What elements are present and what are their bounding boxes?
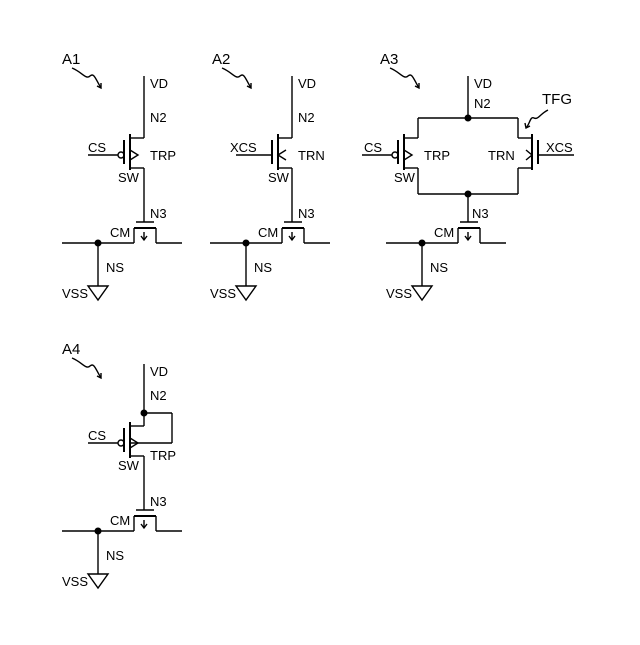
panel-a4-trp-label: TRP	[150, 448, 176, 463]
panel-a1-cm-label: CM	[110, 225, 130, 240]
panel-a3-cm-label: CM	[434, 225, 454, 240]
panel-a1-n2-label: N2	[150, 110, 167, 125]
panel-a1-title: A1	[62, 51, 80, 68]
panel-a1-n3-label: N3	[150, 206, 167, 221]
panel-a2-pointer-arrow	[222, 68, 251, 88]
panel-a3-bottom-junction-dot	[465, 191, 472, 198]
panel-a4-n2-junction-dot	[141, 410, 148, 417]
panel-a3-vss-label: VSS	[386, 286, 412, 301]
panel-a2-title: A2	[212, 51, 230, 68]
panel-a4-pointer-arrow	[72, 358, 101, 378]
panel-a4-vd-label: VD	[150, 364, 168, 379]
panel-a2-n3-label: N3	[298, 206, 315, 221]
panel-a4: A4 VD N2 CS TRP SW N3 CM NS VSS	[62, 341, 182, 589]
panel-a3: A3 TFG VD N2 CS TRP SW TRN XCS N3 CM NS …	[362, 51, 574, 301]
panel-a1-junction-dot	[95, 240, 102, 247]
panel-a3-cs-label: CS	[364, 140, 382, 155]
panel-a1-ns-label: NS	[106, 260, 124, 275]
panel-a1-sw-label: SW	[118, 170, 140, 185]
panel-a3-tfg-label: TFG	[542, 91, 572, 108]
panel-a2: A2 VD N2 XCS TRN SW N3 CM NS VSS	[210, 51, 330, 301]
panel-a1-trp-label: TRP	[150, 148, 176, 163]
panel-a3-top-junction-dot	[465, 115, 472, 122]
panel-a3-n3-label: N3	[472, 206, 489, 221]
panel-a1-vd-label: VD	[150, 76, 168, 91]
panel-a2-vss-label: VSS	[210, 286, 236, 301]
panel-a1-cs-label: CS	[88, 140, 106, 155]
panel-a4-n2-label: N2	[150, 388, 167, 403]
panel-a3-trn-label: TRN	[488, 148, 515, 163]
panel-a2-xcs-label: XCS	[230, 140, 257, 155]
panel-a4-sw-label: SW	[118, 458, 140, 473]
panel-a3-trp-label: TRP	[424, 148, 450, 163]
panel-a1-vss-label: VSS	[62, 286, 88, 301]
panel-a3-n2-label: N2	[474, 96, 491, 111]
panel-a4-junction-dot	[95, 528, 102, 535]
panel-a3-ns-label: NS	[430, 260, 448, 275]
panel-a3-title: A3	[380, 51, 398, 68]
panel-a3-xcs-label: XCS	[546, 140, 573, 155]
panel-a2-ns-label: NS	[254, 260, 272, 275]
panel-a2-cm-label: CM	[258, 225, 278, 240]
panel-a3-wiring	[362, 76, 574, 300]
panel-a3-pointer-arrow	[390, 68, 419, 88]
panel-a3-vd-label: VD	[474, 76, 492, 91]
panel-a1: A1 VD N2 CS TRP SW N3 CM NS VSS	[62, 51, 182, 301]
panel-a1-pointer-arrow	[72, 68, 101, 88]
panel-a2-trn-label: TRN	[298, 148, 325, 163]
panel-a4-ns-label: NS	[106, 548, 124, 563]
panel-a2-vd-label: VD	[298, 76, 316, 91]
panel-a3-sw-label: SW	[394, 170, 416, 185]
panel-a3-ns-junction-dot	[419, 240, 426, 247]
panel-a2-sw-label: SW	[268, 170, 290, 185]
panel-a4-cs-label: CS	[88, 428, 106, 443]
panel-a4-cm-label: CM	[110, 513, 130, 528]
panel-a2-junction-dot	[243, 240, 250, 247]
panel-a4-n3-label: N3	[150, 494, 167, 509]
panel-a4-title: A4	[62, 341, 80, 358]
panel-a2-n2-label: N2	[298, 110, 315, 125]
panel-a4-vss-label: VSS	[62, 574, 88, 589]
panel-a3-tfg-pointer-arrow	[526, 110, 548, 128]
